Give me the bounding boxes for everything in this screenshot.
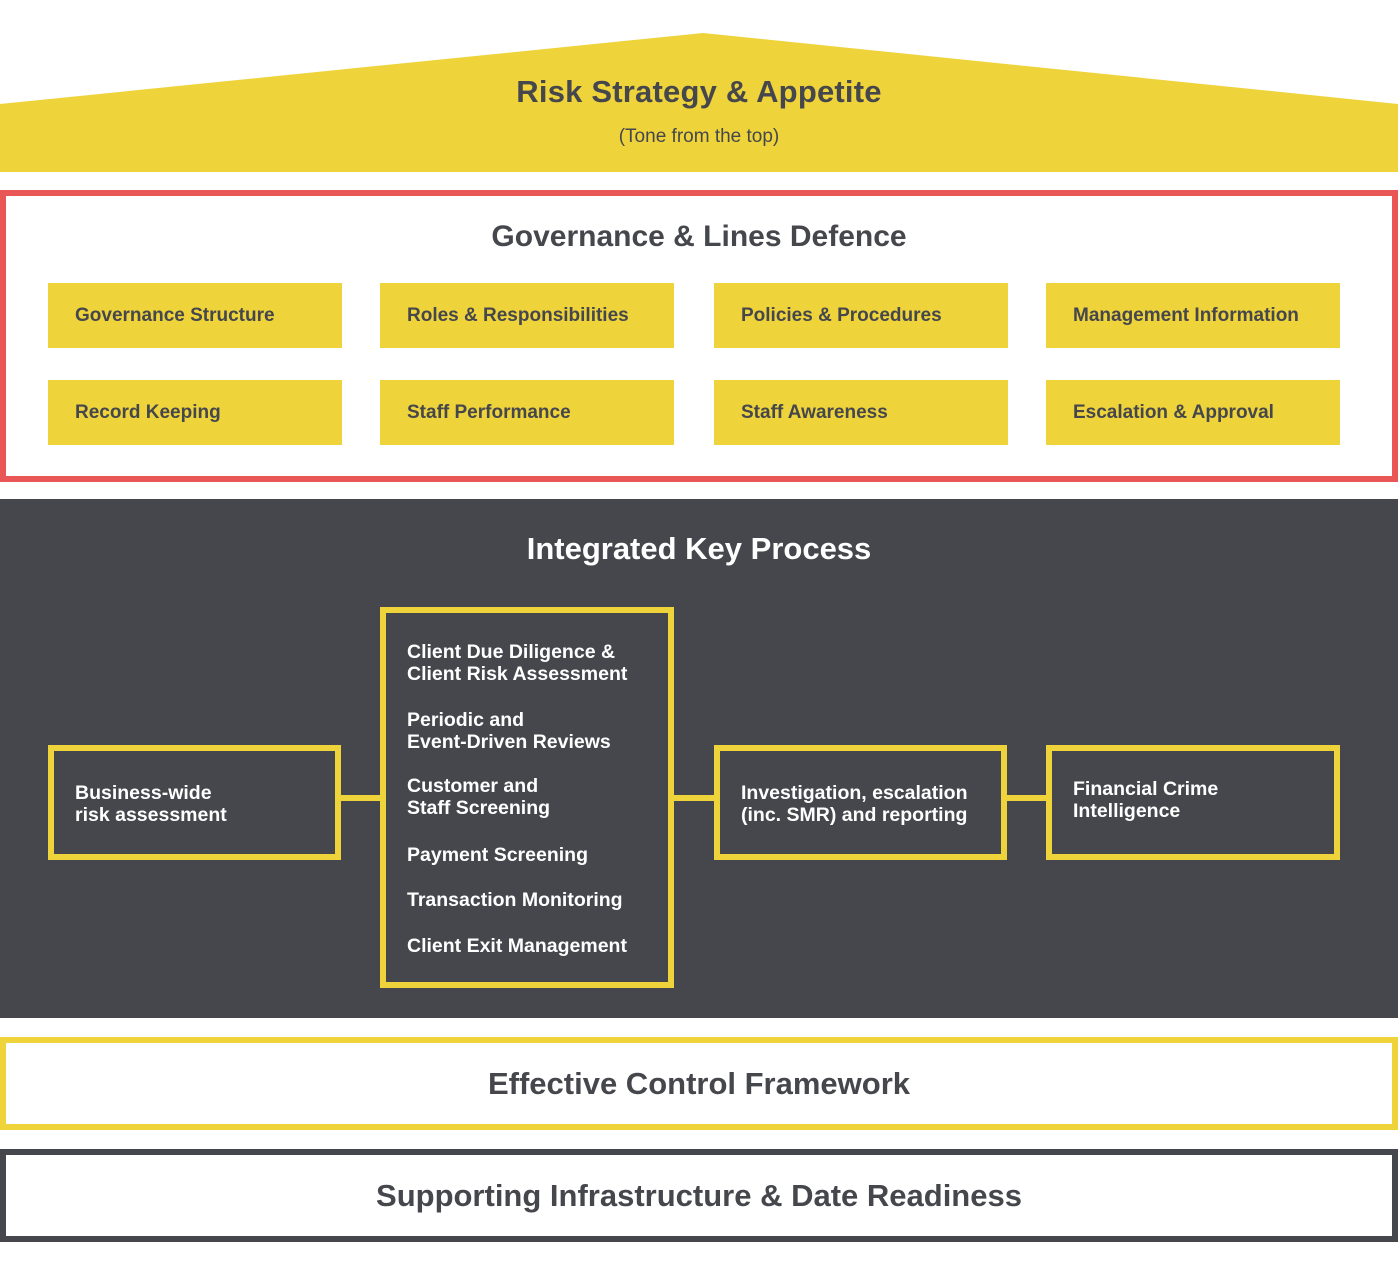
tile-label: Policies & Procedures — [741, 304, 942, 326]
tile-label: Record Keeping — [75, 401, 221, 423]
governance-title: Governance & Lines Defence — [491, 220, 907, 253]
governance-section: Governance & Lines Defence Governance St… — [0, 190, 1398, 482]
core-process-list: Client Due Diligence & Client Risk Asses… — [407, 641, 627, 957]
risk-strategy-roof: Risk Strategy & Appetite (Tone from the … — [0, 0, 1398, 175]
process-item-transaction-monitoring[interactable]: Transaction Monitoring — [407, 889, 623, 911]
box-label: Financial Crime Intelligence — [1073, 778, 1219, 822]
tile-staff-awareness[interactable]: Staff Awareness — [714, 380, 1008, 445]
process-item-client-exit[interactable]: Client Exit Management — [407, 935, 627, 957]
process-item-periodic-reviews[interactable]: Periodic and Event-Driven Reviews — [407, 709, 611, 753]
tile-management-information[interactable]: Management Information — [1046, 283, 1340, 348]
process-title: Integrated Key Process — [526, 531, 872, 566]
control-title: Effective Control Framework — [487, 1065, 911, 1101]
roof-subtitle: (Tone from the top) — [618, 126, 780, 147]
financial-crime-intelligence-box[interactable]: Financial Crime Intelligence — [1046, 745, 1340, 860]
integrated-key-process-section: Integrated Key Process Business-wide ris… — [0, 499, 1398, 1018]
roof-title: Risk Strategy & Appetite — [516, 74, 882, 109]
box-label: Investigation, escalation (inc. SMR) and… — [741, 782, 968, 826]
investigation-box[interactable]: Investigation, escalation (inc. SMR) and… — [714, 745, 1007, 860]
tile-roles-responsibilities[interactable]: Roles & Responsibilities — [380, 283, 674, 348]
tile-policies-procedures[interactable]: Policies & Procedures — [714, 283, 1008, 348]
tile-label: Staff Performance — [407, 401, 571, 423]
roof-shape — [0, 33, 1398, 172]
tile-label: Governance Structure — [75, 304, 275, 326]
core-processes-box: Client Due Diligence & Client Risk Asses… — [380, 607, 674, 988]
business-wide-risk-assessment-box[interactable]: Business-wide risk assessment — [48, 745, 341, 860]
infrastructure-title: Supporting Infrastructure & Date Readine… — [376, 1177, 1022, 1213]
tile-label: Escalation & Approval — [1073, 401, 1274, 423]
box-label: Business-wide risk assessment — [75, 782, 227, 826]
tile-label: Roles & Responsibilities — [407, 304, 629, 326]
connector-investigation-intel — [1007, 795, 1046, 801]
tile-escalation-approval[interactable]: Escalation & Approval — [1046, 380, 1340, 445]
tile-label: Staff Awareness — [741, 401, 888, 423]
process-item-screening[interactable]: Customer and Staff Screening — [407, 775, 551, 819]
tile-record-keeping[interactable]: Record Keeping — [48, 380, 342, 445]
process-item-payment-screening[interactable]: Payment Screening — [407, 844, 588, 866]
effective-control-framework: Effective Control Framework — [0, 1037, 1398, 1130]
process-item-cdd[interactable]: Client Due Diligence & Client Risk Asses… — [407, 641, 628, 685]
tile-governance-structure[interactable]: Governance Structure — [48, 283, 342, 348]
tile-staff-performance[interactable]: Staff Performance — [380, 380, 674, 445]
supporting-infrastructure: Supporting Infrastructure & Date Readine… — [0, 1149, 1398, 1242]
connector-center-investigation — [674, 795, 714, 801]
tile-label: Management Information — [1073, 304, 1299, 326]
connector-left-center — [341, 795, 380, 801]
